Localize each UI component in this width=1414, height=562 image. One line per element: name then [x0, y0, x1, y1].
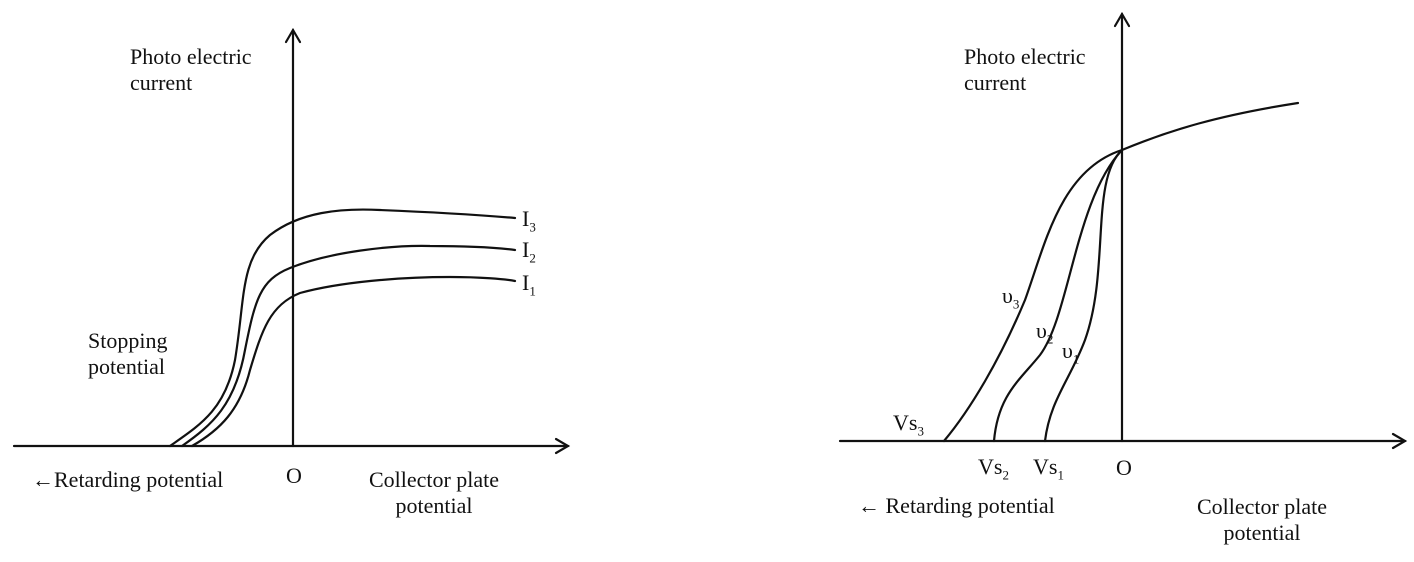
- curve-shared-saturation: [1120, 101, 1300, 152]
- v1-sub: 1: [1072, 351, 1080, 367]
- right-collector-label: Collector plate potential: [1182, 494, 1342, 546]
- v3-sub: 3: [1012, 296, 1020, 312]
- right-retarding-label: ← Retarding potential: [858, 493, 1055, 518]
- right-stopping-vs1: Vs1: [1033, 454, 1064, 488]
- right-stopping-vs2: Vs2: [978, 454, 1009, 488]
- vs1-main: Vs: [1033, 454, 1058, 479]
- vs1-sub: 1: [1057, 467, 1064, 483]
- v3-main: υ: [1002, 283, 1013, 308]
- curve-v3: [942, 148, 1124, 443]
- curve-i2: [180, 244, 517, 448]
- right-curve-label-v3: υ3: [1002, 283, 1019, 317]
- right-origin-label: O: [1116, 455, 1132, 480]
- right-curve-label-v2: υ2: [1036, 318, 1053, 352]
- curve-v1: [1043, 148, 1124, 443]
- right-y-axis-label: Photo electric current: [964, 44, 1086, 96]
- i2-main: I: [522, 237, 530, 262]
- left-curve-label-i3: I3: [522, 206, 536, 240]
- right-collector-line2: potential: [1223, 520, 1301, 545]
- left-curve-label-i2: I2: [522, 237, 536, 271]
- left-curve-label-i1: I1: [522, 270, 536, 304]
- right-y-label-line2: current: [964, 70, 1027, 95]
- i3-main: I: [522, 206, 530, 231]
- stopping-line2: potential: [88, 354, 165, 379]
- curve-i1: [190, 275, 517, 448]
- left-x-axis-arrowhead: [554, 437, 571, 455]
- v1-main: υ: [1062, 338, 1073, 363]
- right-x-axis-arrowhead: [1391, 432, 1408, 450]
- left-collector-line1: Collector plate: [368, 467, 500, 492]
- left-y-axis-label: Photo electric current: [130, 44, 252, 96]
- left-origin-label: O: [286, 463, 302, 488]
- i3-sub: 3: [529, 219, 536, 235]
- left-collector-line2: potential: [395, 493, 473, 518]
- left-retarding-label: ←Retarding potential: [32, 467, 224, 492]
- vs3-main: Vs: [893, 410, 918, 435]
- left-stopping-label: Stopping potential: [88, 328, 167, 380]
- right-stopping-vs3: Vs3: [893, 410, 924, 444]
- right-y-label-line1: Photo electric: [964, 44, 1086, 69]
- left-y-label-line2: current: [130, 70, 193, 95]
- v2-main: υ: [1036, 318, 1047, 343]
- right-collector-line1: Collector plate: [1196, 494, 1328, 519]
- i1-sub: 1: [529, 283, 536, 299]
- right-curve-label-v1: υ1: [1062, 338, 1079, 372]
- curve-i3: [168, 208, 517, 448]
- left-collector-label: Collector plate potential: [354, 467, 514, 519]
- i2-sub: 2: [529, 250, 536, 266]
- left-y-label-line1: Photo electric: [130, 44, 252, 69]
- vs2-main: Vs: [978, 454, 1003, 479]
- v2-sub: 2: [1046, 331, 1054, 347]
- vs3-sub: 3: [917, 423, 924, 439]
- vs2-sub: 2: [1002, 467, 1009, 483]
- left-y-axis-arrowhead: [284, 27, 302, 44]
- stopping-line1: Stopping: [88, 328, 168, 353]
- right-y-axis-arrowhead: [1113, 11, 1131, 28]
- curve-v2: [992, 148, 1124, 443]
- i1-main: I: [522, 270, 530, 295]
